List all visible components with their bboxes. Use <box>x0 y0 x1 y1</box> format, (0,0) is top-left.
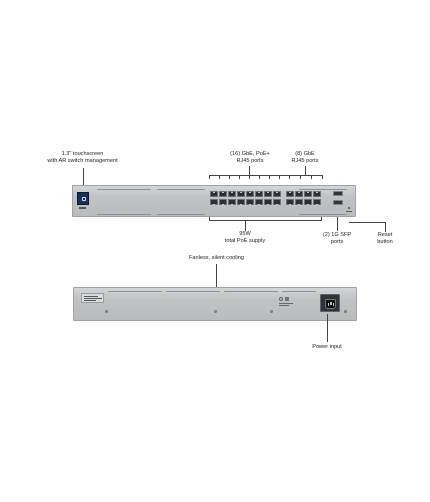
gbe-poe-bracket <box>209 175 290 179</box>
front-chassis <box>72 185 356 217</box>
rj45-port[interactable] <box>219 191 228 198</box>
poe-supply-leader <box>245 220 246 231</box>
sfp-port[interactable] <box>333 200 343 205</box>
touchscreen-label-line2: with AR switch management <box>47 158 118 164</box>
gbe-label-line1: (8) GbE <box>295 151 315 157</box>
power-leader <box>327 314 328 342</box>
rear-screw <box>270 310 273 313</box>
rj45-port[interactable] <box>246 191 255 198</box>
rj45-port[interactable] <box>304 199 313 206</box>
sfp-port[interactable] <box>333 191 343 196</box>
rj45-port[interactable] <box>255 199 264 206</box>
reset-leader-h <box>349 222 385 223</box>
reset-callout: Reset button <box>368 232 402 246</box>
power-inlet[interactable] <box>320 294 340 312</box>
rj45-port[interactable] <box>219 199 228 206</box>
rear-screw <box>105 310 108 313</box>
gbe-label-line2: RJ45 ports <box>291 158 319 164</box>
rj45-port[interactable] <box>237 191 246 198</box>
gbe-poe-leader <box>249 166 250 175</box>
rear-screw <box>214 310 217 313</box>
touchscreen-leader <box>83 168 84 185</box>
sfp-leader <box>337 217 338 231</box>
rj45-port[interactable] <box>304 191 313 198</box>
touchscreen-callout: 1.3" touchscreen with AR switch manageme… <box>30 151 135 165</box>
rj45-port[interactable] <box>210 191 219 198</box>
sfp-label-line1: (2) 1G SFP <box>322 232 352 238</box>
reset-mark <box>346 211 352 212</box>
poe-supply-callout: 95W total PoE supply <box>205 231 285 245</box>
gbe-leader <box>305 166 306 175</box>
rj45-port[interactable] <box>228 199 237 206</box>
rear-chassis <box>73 287 357 321</box>
rj45-port[interactable] <box>273 191 282 198</box>
touchscreen-label-line1: 1.3" touchscreen <box>61 151 104 157</box>
reset-label-line1: Reset <box>377 232 393 238</box>
touchscreen-display <box>77 192 89 205</box>
brand-mark <box>79 207 86 209</box>
product-sticker <box>81 293 104 303</box>
sfp-label-line2: ports <box>330 239 344 245</box>
rj45-port[interactable] <box>295 199 304 206</box>
gbe-callout: (8) GbE RJ45 ports <box>280 151 330 165</box>
rj45-port[interactable] <box>295 191 304 198</box>
gbe-poe-label-line2: RJ45 ports <box>236 158 264 164</box>
poe-supply-label-line1: 95W <box>239 231 251 237</box>
rj45-port[interactable] <box>264 191 273 198</box>
cooling-callout: Fanless, silent cooling <box>188 255 245 261</box>
rj45-port[interactable] <box>273 199 282 206</box>
rj45-port[interactable] <box>264 199 273 206</box>
screen-glyph-icon <box>81 196 86 201</box>
rj45-port[interactable] <box>255 191 264 198</box>
rj45-port[interactable] <box>237 199 246 206</box>
cooling-leader <box>216 264 217 290</box>
reset-label-line2: button <box>377 239 393 245</box>
gbe-poe-label-line1: (16) GbE, PoE+ <box>230 151 270 157</box>
rj45-port[interactable] <box>313 199 322 206</box>
rj45-port[interactable] <box>210 199 219 206</box>
rj45-port[interactable] <box>286 191 295 198</box>
sfp-callout: (2) 1G SFP ports <box>312 232 362 246</box>
reset-pinhole[interactable] <box>348 207 351 210</box>
gbe-poe-callout: (16) GbE, PoE+ RJ45 ports <box>215 151 285 165</box>
power-callout: Power input <box>312 344 342 350</box>
poe-supply-bracket <box>209 217 322 221</box>
rj45-port[interactable] <box>313 191 322 198</box>
regulatory-marks <box>279 297 295 307</box>
reset-leader-v <box>385 222 386 232</box>
rear-screw <box>344 310 347 313</box>
rj45-port[interactable] <box>286 199 295 206</box>
power-socket-icon <box>325 298 336 309</box>
poe-supply-label-line2: total PoE supply <box>224 238 266 244</box>
gbe-bracket <box>289 175 323 179</box>
rj45-port[interactable] <box>246 199 255 206</box>
rj45-port[interactable] <box>228 191 237 198</box>
